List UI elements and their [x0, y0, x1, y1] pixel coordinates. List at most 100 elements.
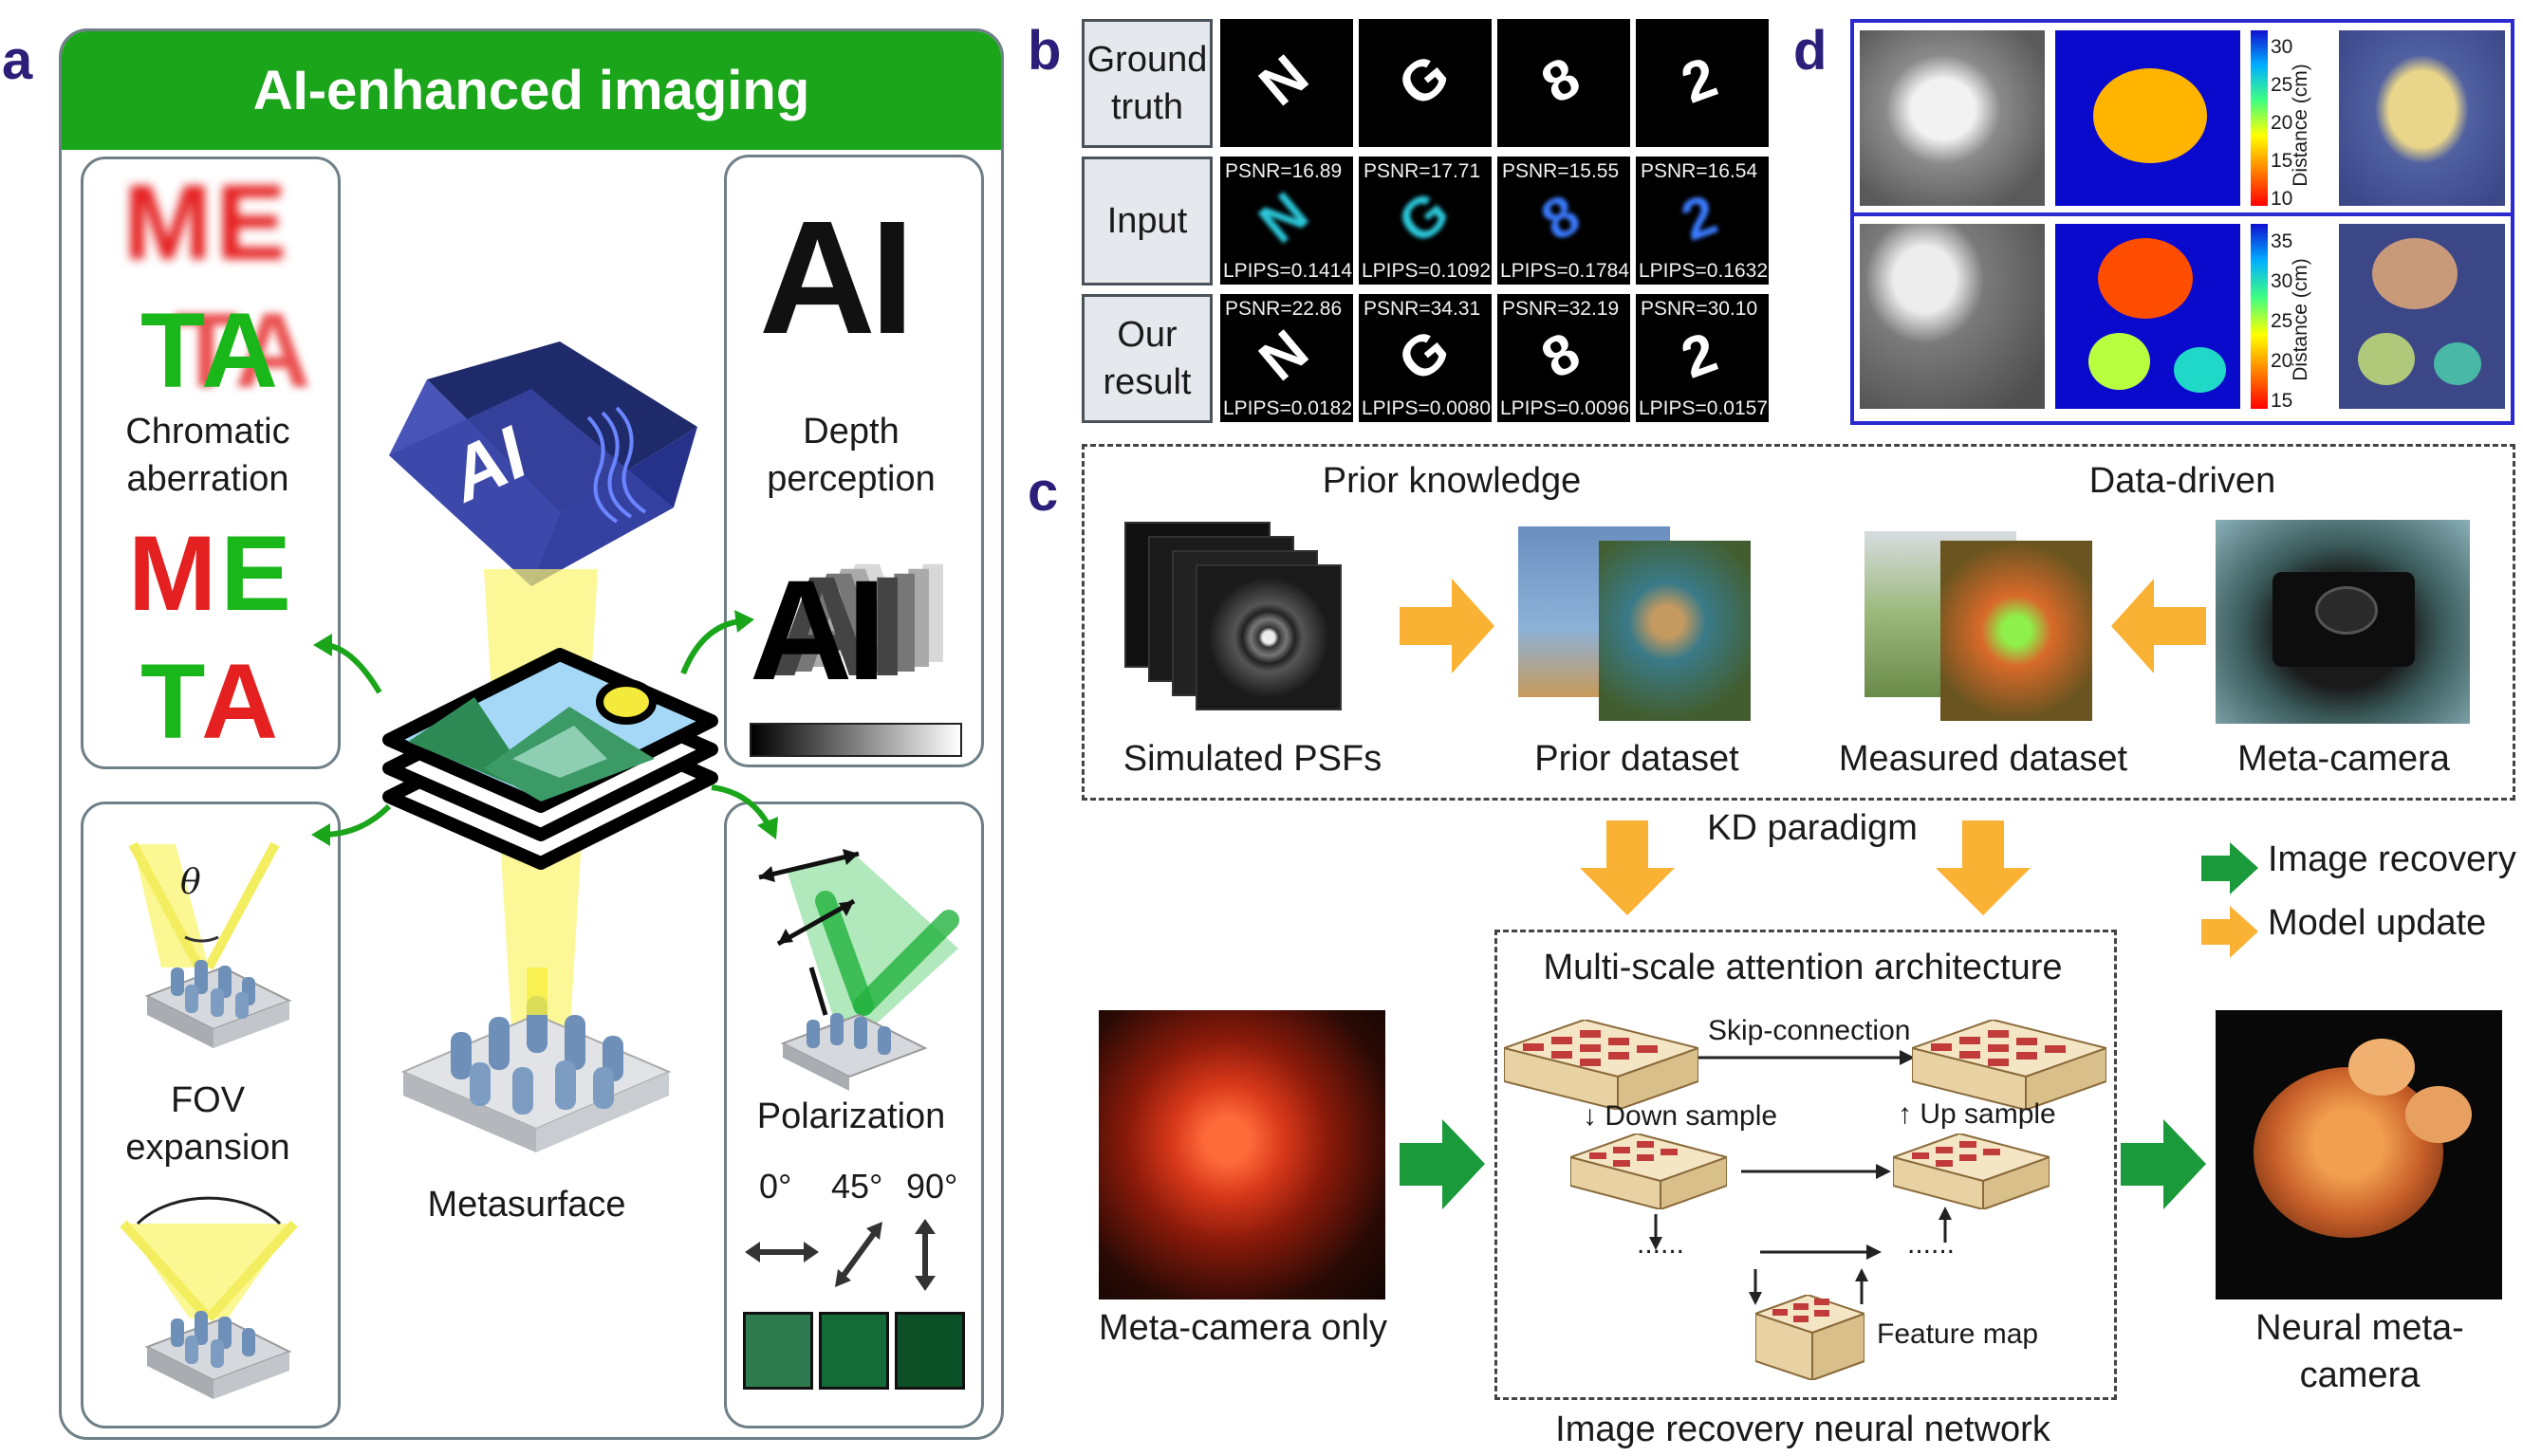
gt-cell-1: N — [1220, 19, 1353, 147]
polarization-swatch-90 — [895, 1312, 965, 1390]
panel-a-title: AI-enhanced imaging — [252, 60, 810, 121]
chromatic-label-1: Chromatic — [125, 412, 290, 452]
metasurface-label: Metasurface — [427, 1185, 626, 1225]
d-top-colorbar-title: Distance (cm) — [2289, 64, 2311, 187]
d-bottom-colorbar-title: Distance (cm) — [2289, 258, 2311, 381]
measured-dataset-label: Measured dataset — [1838, 739, 2128, 779]
input-cell-4: PSNR=16.54 2 LPIPS=0.1632 — [1636, 157, 1769, 285]
prior-knowledge-label: Prior knowledge — [1322, 461, 1582, 501]
orange-arrow-camera-to-measured — [2111, 579, 2206, 673]
input-cell-3: PSNR=15.55 8 LPIPS=0.1784 — [1497, 157, 1630, 285]
skip-connection-arrow — [1698, 1050, 1915, 1065]
simulated-psfs-label: Simulated PSFs — [1122, 739, 1382, 779]
d-bottom-overlay-image — [2339, 224, 2505, 409]
d-top-gray-image — [1860, 30, 2045, 206]
panel-letter-a: a — [2, 29, 33, 91]
sharp-me: ME — [128, 514, 295, 633]
kd-paradigm-label: KD paradigm — [1707, 808, 1918, 848]
down-sample-label: ↓ Down sample — [1583, 1100, 1778, 1132]
result-cell-4: PSNR=30.10 2 LPIPS=0.0157 — [1636, 294, 1769, 422]
dots-right: ...... — [1907, 1228, 1956, 1260]
feature-block-mid-left — [1570, 1133, 1727, 1209]
architecture-title: Multi-scale attention architecture — [1543, 948, 2063, 987]
panel-letter-c: c — [1028, 461, 1059, 523]
gt-cell-3: 8 — [1497, 19, 1630, 147]
result-cell-3: PSNR=32.19 8 LPIPS=0.0096 — [1497, 294, 1630, 422]
up-arrow-mid-right — [1939, 1207, 1952, 1243]
d-bottom-gray-image — [1860, 224, 2045, 409]
panel-a-header: AI-enhanced imaging — [62, 31, 1001, 150]
data-driven-label: Data-driven — [2088, 461, 2276, 501]
panel-letter-d: d — [1793, 20, 1827, 82]
up-sample-label: ↑ Up sample — [1898, 1098, 2056, 1130]
d-top-colorbar — [2251, 30, 2268, 206]
kd-dataset-box — [1082, 444, 2515, 801]
green-arrow-input-to-network — [1400, 1119, 1485, 1209]
fov-wide-illustration — [120, 1196, 298, 1399]
green-arrow-network-to-output — [2121, 1119, 2206, 1209]
network-label: Image recovery neural network — [1555, 1410, 2050, 1449]
feature-block-top-right — [1912, 1020, 2106, 1110]
angle-90: 90° — [906, 1167, 958, 1206]
panel-d-divider — [1850, 212, 2514, 216]
feature-block-bottom — [1755, 1295, 1864, 1380]
legend-model-update: Model update — [2268, 903, 2487, 943]
depth-label-1: Depth — [803, 412, 900, 452]
polarization-illustration — [758, 849, 959, 1091]
feature-down-arrow — [1749, 1269, 1762, 1305]
chromatic-label-2: aberration — [126, 459, 289, 499]
result-cell-1: PSNR=22.86 N LPIPS=0.0182 — [1220, 294, 1353, 422]
gt-cell-2: G — [1359, 19, 1492, 147]
polarization-arrows — [745, 1219, 936, 1291]
polarization-label: Polarization — [756, 1097, 946, 1136]
sharp-ta: TA — [140, 642, 282, 761]
fov-narrow-illustration — [128, 841, 292, 1048]
legend-green-arrow — [2201, 842, 2258, 894]
kd-down-arrow-left — [1580, 820, 1675, 915]
ai-chip-illustration: AI — [389, 341, 697, 586]
prior-dataset-label: Prior dataset — [1534, 739, 1739, 779]
gt-cell-4: 2 — [1636, 19, 1769, 147]
bottom-horizontal-arrow — [1760, 1244, 1882, 1260]
row-label-input: Input — [1082, 157, 1213, 286]
prior-dataset-images — [1518, 517, 1765, 726]
network-box — [1494, 930, 2117, 1400]
down-arrow-mid-left — [1649, 1214, 1662, 1250]
depth-ai-stacked: AI AI AI AI AI — [750, 533, 953, 710]
input-cell-2: PSNR=17.71 G LPIPS=0.1092 — [1359, 157, 1492, 285]
feature-map-label: Feature map — [1877, 1318, 2039, 1350]
dots-left: ...... — [1637, 1228, 1685, 1260]
depth-perception-box — [724, 155, 984, 767]
green-curved-arrows — [311, 610, 778, 846]
image-stack-icon — [382, 648, 718, 870]
polarization-swatch-0 — [743, 1312, 813, 1390]
angle-0: 0° — [759, 1167, 792, 1206]
feature-up-arrow — [1855, 1268, 1868, 1304]
skip-connection-label: Skip-connection — [1708, 1015, 1911, 1046]
depth-ai-top: AI — [759, 188, 915, 368]
feature-block-top-left — [1504, 1020, 1698, 1110]
blurry-ta: TA — [140, 291, 282, 410]
result-cell-2: PSNR=34.31 G LPIPS=0.0080 — [1359, 294, 1492, 422]
measured-dataset-images — [1864, 517, 2111, 726]
meta-camera-only-label: Meta-camera only — [1098, 1308, 1388, 1348]
orange-arrow-psf-to-prior — [1400, 579, 1494, 673]
legend-orange-arrow — [2201, 906, 2258, 958]
d-bottom-depth-map — [2055, 224, 2240, 409]
d-top-depth-map — [2055, 30, 2240, 206]
fov-label-1: FOV — [170, 1080, 246, 1120]
psf-stack — [1124, 522, 1371, 721]
mid-horizontal-arrow — [1741, 1164, 1891, 1179]
meta-camera-label: Meta-camera — [2237, 739, 2450, 779]
depth-gradient-bar — [750, 723, 962, 757]
fov-label-2: expansion — [125, 1128, 290, 1168]
neural-meta-camera-image — [2216, 1010, 2502, 1299]
depth-label-2: perception — [767, 459, 936, 499]
chromatic-aberration-box — [81, 157, 341, 769]
feature-block-mid-right — [1893, 1133, 2050, 1209]
legend-image-recovery: Image recovery — [2268, 839, 2516, 879]
